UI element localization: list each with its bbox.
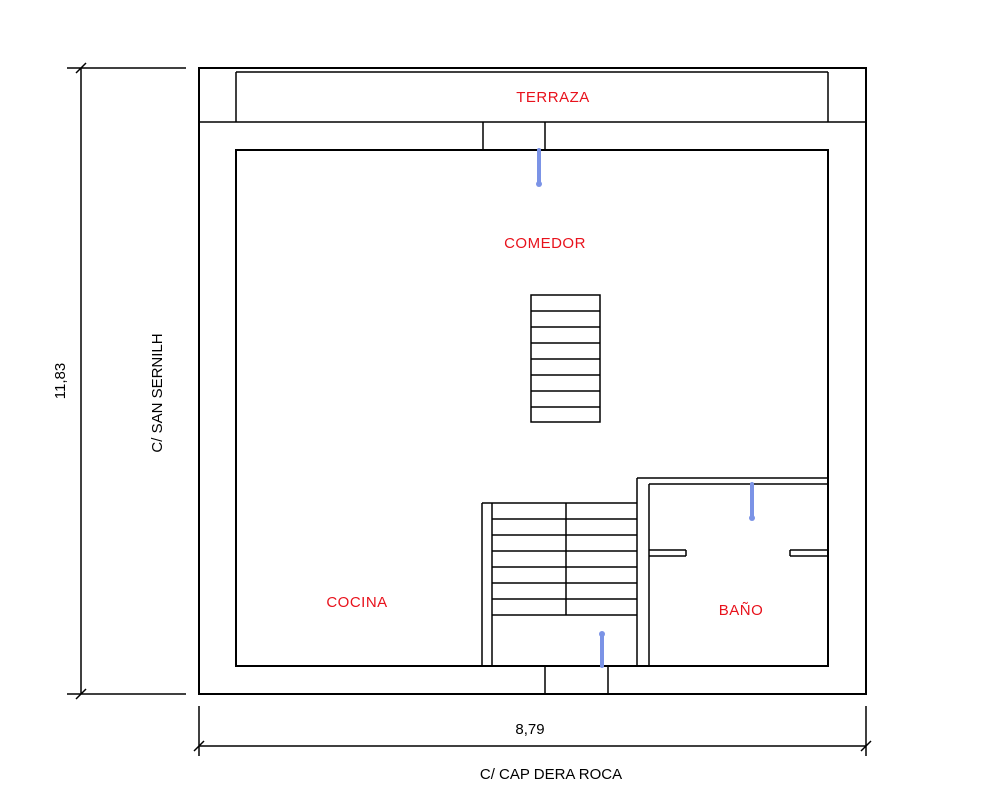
outer-walls <box>198 67 867 695</box>
door-marker-entrance-tip <box>599 631 605 637</box>
width-dimension-label: 8,79 <box>515 721 544 738</box>
room-label-terraza: TERRAZA <box>516 89 590 106</box>
room-label-bano: BAÑO <box>719 602 764 619</box>
door-marker-bano-tip <box>749 515 755 521</box>
room-label-comedor: COMEDOR <box>504 235 586 252</box>
width-dimension: 8,79 <box>193 706 872 756</box>
depth-dimension-label: 11,83 <box>52 363 69 399</box>
entrance-staircase <box>481 502 638 694</box>
street-label-bottom: C/ CAP DERA ROCA <box>480 766 622 783</box>
street-label-left: C/ SAN SERNILH <box>149 333 166 452</box>
door-markers <box>536 148 755 668</box>
door-marker-comedor-tip <box>536 181 542 187</box>
depth-dimension: 11,83 <box>52 62 186 700</box>
room-label-cocina: COCINA <box>326 594 387 611</box>
bathroom-walls <box>636 477 828 666</box>
central-staircase <box>530 294 601 423</box>
terrace-walls <box>199 71 866 150</box>
